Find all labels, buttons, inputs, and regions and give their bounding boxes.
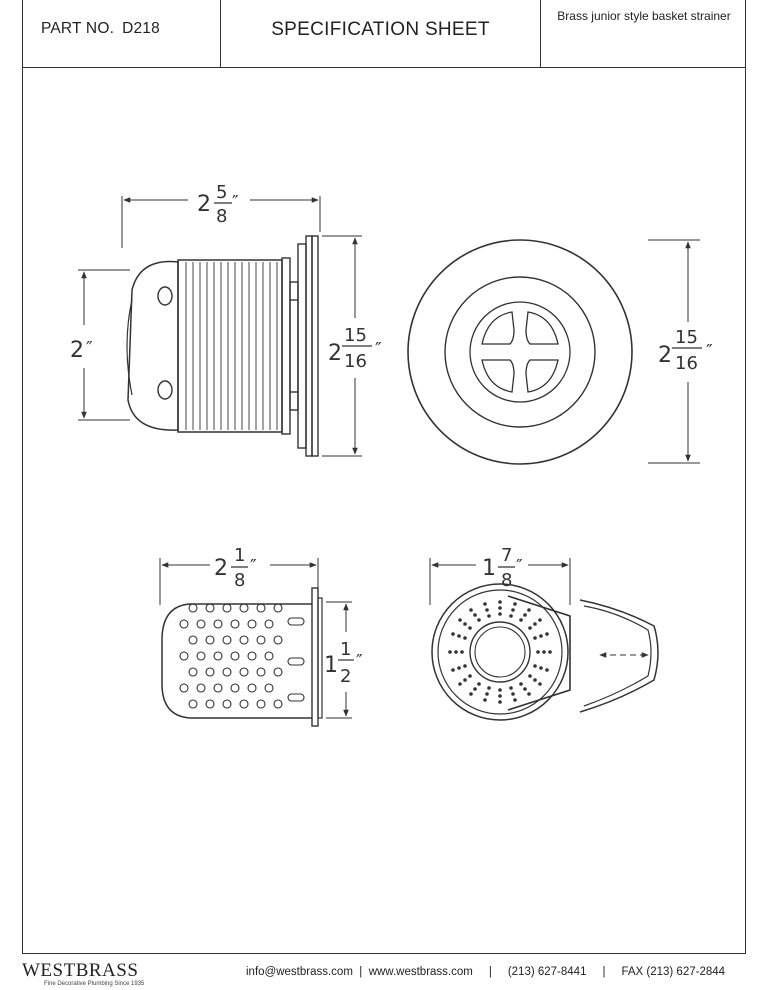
basket-width-numerator: 1 [234,545,245,566]
separator: | [359,966,363,978]
side-height-inch-mark: ″ [86,338,93,359]
brand-logo: WESTBRASS [22,960,139,981]
basket-width-denominator: 8 [234,570,245,591]
basket-height-numerator: 1 [340,639,351,660]
spec-header: PART NO. D218 SPECIFICATION SHEET Brass j… [22,0,746,68]
basket-top-numerator: 7 [501,545,512,566]
side-width-inch-mark: ″ [232,192,239,213]
fax-number: (213) 627-2844 [646,966,726,978]
basket-side-view: 2 1 8 ″ 1 1 2 ″ [159,545,363,727]
top-denominator: 16 [675,353,698,374]
sheet-title: SPECIFICATION SHEET [271,19,490,40]
basket-top-inch-mark: ″ [516,556,523,577]
separator: | [488,966,492,978]
fax-label: FAX [621,966,644,978]
part-number: PART NO. D218 [41,20,160,38]
side-width-whole: 2 [197,192,211,217]
email-text: info@westbrass.com [246,966,353,978]
part-number-value: D218 [122,20,160,37]
phone-text: (213) 627-8441 [507,966,587,978]
part-number-label: PART NO. [41,20,115,37]
basket-top-view: 1 7 8 ″ [429,545,659,721]
part-number-cell: PART NO. D218 [23,0,221,67]
basket-slots [448,600,552,704]
side-width-numerator: 5 [216,182,227,203]
flange-inch-mark: ″ [375,339,382,360]
top-whole: 2 [658,343,672,368]
drawing-frame [22,68,746,954]
thread-lines [185,262,278,430]
basket-height-denominator: 2 [340,666,351,687]
separator: | [602,966,606,978]
cross-openings [481,311,559,393]
basket-width-whole: 2 [214,556,228,581]
top-view: 2 15 16 ″ [407,239,713,465]
description-cell: Brass junior style basket strainer [541,0,747,67]
basket-top-denominator: 8 [501,570,512,591]
top-inch-mark: ″ [706,341,713,362]
basket-top-whole: 1 [482,556,496,581]
basket-width-inch-mark: ″ [250,556,257,577]
website-text: www.westbrass.com [368,966,473,978]
title-cell: SPECIFICATION SHEET [221,0,541,67]
side-view: 2 5 8 ″ 2 ″ [70,182,382,457]
flange-denominator: 16 [344,351,367,372]
brand-tagline: Fine Decorative Plumbing Since 1935 [44,981,145,987]
basket-holes [179,603,305,709]
side-height-value: 2 [70,338,84,363]
basket-height-whole: 1 [324,653,338,678]
top-numerator: 15 [675,327,698,348]
basket-height-inch-mark: ″ [356,651,363,672]
side-width-denominator: 8 [216,206,227,227]
product-description: Brass junior style basket strainer [557,9,731,23]
contact-info: info@westbrass.com | www.westbrass.com |… [246,966,725,978]
flange-numerator: 15 [344,325,367,346]
flange-whole: 2 [328,341,342,366]
